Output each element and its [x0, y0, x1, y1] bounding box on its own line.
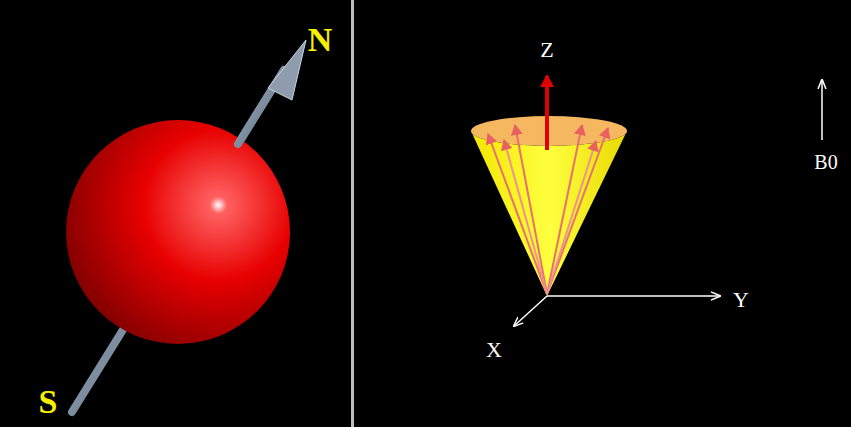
- north-pole-label: N: [308, 23, 333, 57]
- axis-label: Z: [540, 39, 553, 61]
- axis-label: Y: [733, 289, 749, 311]
- moment-arrow: [488, 134, 547, 294]
- panel-divider: [351, 0, 354, 427]
- y-axis: [547, 295, 720, 297]
- moment-arrow: [547, 128, 608, 294]
- spin-arrowhead: [268, 40, 306, 100]
- axis-label: X: [486, 339, 502, 361]
- moment-arrow: [547, 141, 596, 294]
- precession-cone: [471, 131, 627, 296]
- moment-arrows: [488, 125, 608, 294]
- field-arrow: [821, 80, 823, 140]
- moment-arrow: [515, 125, 547, 294]
- moment-arrow: [504, 140, 547, 294]
- x-axis: [514, 296, 547, 326]
- net-magnetization-arrow: [545, 76, 549, 150]
- proton-sphere: [66, 120, 290, 344]
- moment-arrow: [547, 125, 582, 294]
- field-label: B0: [814, 152, 837, 172]
- south-pole-label: S: [39, 385, 58, 419]
